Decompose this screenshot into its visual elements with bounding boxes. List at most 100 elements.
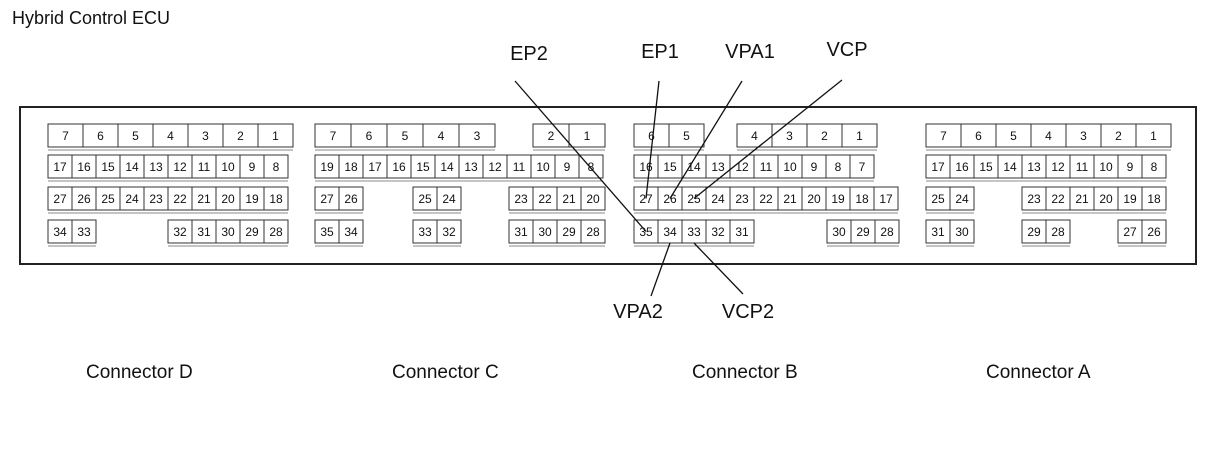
pin-number: 34 <box>663 225 677 239</box>
pin-cell <box>1135 123 1172 148</box>
pin-number: 32 <box>173 225 187 239</box>
pin-number: 8 <box>273 160 280 174</box>
pin-number: 21 <box>783 192 797 206</box>
pin-number: 7 <box>330 129 337 143</box>
pin-number: 22 <box>173 192 187 206</box>
pin-number: 13 <box>711 160 725 174</box>
pin-number: 6 <box>648 129 655 143</box>
pin-number: 17 <box>879 192 893 206</box>
pin-number: 11 <box>760 160 773 174</box>
pin-number: 31 <box>514 225 528 239</box>
pin-number: 5 <box>132 129 139 143</box>
pin-number: 30 <box>832 225 846 239</box>
pin-number: 24 <box>125 192 139 206</box>
pin-number: 8 <box>1151 160 1158 174</box>
pin-number: 11 <box>513 160 526 174</box>
pin-number: 22 <box>759 192 773 206</box>
callout-leader-line <box>650 242 671 297</box>
pin-number: 2 <box>548 129 555 143</box>
pin-number: 15 <box>416 160 430 174</box>
pin-number: 4 <box>751 129 758 143</box>
pin-number: 7 <box>940 129 947 143</box>
pin-number: 13 <box>1027 160 1041 174</box>
pin-number: 29 <box>1027 225 1041 239</box>
pin-number: 18 <box>855 192 869 206</box>
pin-number: 28 <box>1051 225 1065 239</box>
pin-number: 15 <box>101 160 115 174</box>
pin-number: 27 <box>639 192 653 206</box>
pin-number: 9 <box>564 160 571 174</box>
pin-number: 19 <box>245 192 259 206</box>
pin-number: 4 <box>167 129 174 143</box>
pin-number: 18 <box>344 160 358 174</box>
pin-number: 16 <box>77 160 91 174</box>
pin-cell <box>874 219 900 244</box>
pin-number: 2 <box>237 129 244 143</box>
pin-number: 10 <box>536 160 550 174</box>
pin-number: 22 <box>538 192 552 206</box>
pin-number: 26 <box>663 192 677 206</box>
callout-label: EP1 <box>641 41 679 63</box>
pin-cell <box>71 219 97 244</box>
pin-number: 33 <box>418 225 432 239</box>
pin-cell <box>263 186 289 211</box>
pin-number: 9 <box>249 160 256 174</box>
pin-number: 9 <box>811 160 818 174</box>
pin-number: 2 <box>821 129 828 143</box>
pin-number: 8 <box>588 160 595 174</box>
pin-number: 33 <box>687 225 701 239</box>
pin-number: 16 <box>392 160 406 174</box>
pin-cell <box>729 219 755 244</box>
pin-number: 15 <box>663 160 677 174</box>
pin-number: 13 <box>149 160 163 174</box>
pin-number: 2 <box>1115 129 1122 143</box>
pin-number: 22 <box>1051 192 1065 206</box>
pin-number: 12 <box>173 160 187 174</box>
pin-number: 17 <box>53 160 67 174</box>
pin-number: 31 <box>931 225 945 239</box>
pin-number: 24 <box>955 192 969 206</box>
callout-leader-line <box>693 242 744 295</box>
pin-cell <box>580 186 606 211</box>
pin-number: 1 <box>856 129 863 143</box>
callout-label: VPA1 <box>725 41 775 63</box>
connector-label: Connector A <box>986 362 1091 383</box>
pin-cell <box>568 123 606 148</box>
pin-number: 10 <box>783 160 797 174</box>
pin-number: 23 <box>735 192 749 206</box>
pin-cell <box>338 186 364 211</box>
pin-number: 20 <box>586 192 600 206</box>
pin-number: 9 <box>1127 160 1134 174</box>
pin-number: 26 <box>1147 225 1161 239</box>
pin-number: 3 <box>474 129 481 143</box>
pin-number: 10 <box>1099 160 1113 174</box>
pin-number: 1 <box>584 129 591 143</box>
pin-cell <box>263 219 289 244</box>
pin-number: 27 <box>320 192 334 206</box>
pin-number: 28 <box>269 225 283 239</box>
pin-number: 34 <box>53 225 67 239</box>
pin-number: 14 <box>125 160 139 174</box>
diagram-title: Hybrid Control ECU <box>12 8 171 28</box>
pin-cell <box>580 219 606 244</box>
pin-number: 15 <box>979 160 993 174</box>
pin-number: 12 <box>1051 160 1065 174</box>
pin-number: 30 <box>221 225 235 239</box>
pin-cell <box>436 186 462 211</box>
pin-number: 10 <box>221 160 235 174</box>
pin-number: 14 <box>1003 160 1017 174</box>
pin-cell <box>668 123 705 148</box>
pin-number: 18 <box>1147 192 1161 206</box>
pin-number: 32 <box>442 225 456 239</box>
pin-number: 30 <box>538 225 552 239</box>
callout-label: VPA2 <box>613 301 663 323</box>
pin-number: 4 <box>1045 129 1052 143</box>
pin-number: 11 <box>198 160 211 174</box>
pin-number: 12 <box>735 160 749 174</box>
pin-number: 27 <box>53 192 67 206</box>
callout-label: VCP <box>826 39 867 61</box>
pin-number: 31 <box>735 225 749 239</box>
